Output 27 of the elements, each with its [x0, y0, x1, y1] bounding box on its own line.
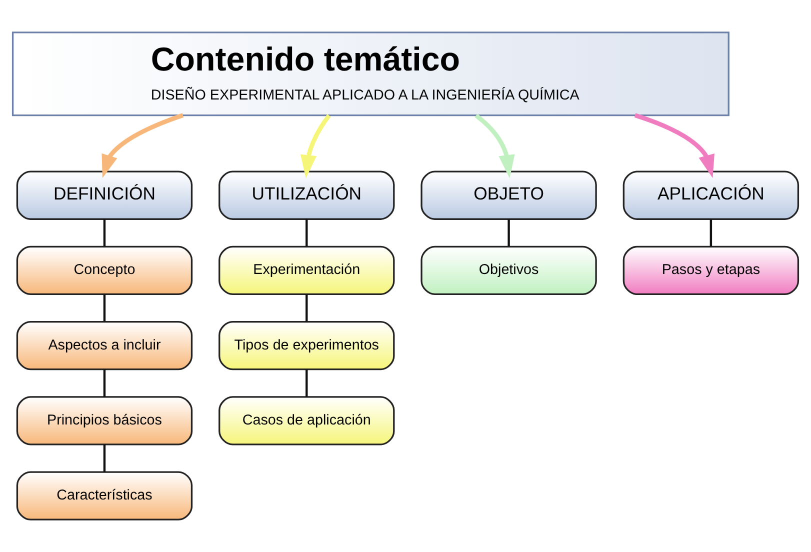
node-box: Experimentación	[218, 246, 395, 296]
connector	[306, 219, 308, 246]
connector	[306, 369, 308, 397]
connector	[103, 294, 106, 322]
node-box: Tipos de experimentos	[218, 321, 395, 370]
connector	[103, 444, 106, 472]
node-box: DEFINICIÓN	[16, 170, 193, 220]
connector	[508, 219, 510, 246]
connector	[103, 369, 106, 397]
connector	[710, 219, 712, 246]
node-box: Características	[16, 471, 193, 520]
node-box: Pasos y etapas	[622, 246, 800, 296]
node-box: Casos de aplicación	[218, 396, 395, 446]
node-box: Contenido temático DISEÑO EXPERIMENTAL APLICADO A LA INGENIERÍA QUÍMICA	[12, 32, 730, 116]
arrow	[474, 114, 515, 178]
node-box: Concepto	[16, 246, 193, 296]
node-box: Aspectos a incluir	[16, 321, 193, 370]
node-box: APLICACIÓN	[622, 170, 800, 220]
connector	[103, 219, 106, 246]
arrow	[102, 113, 184, 178]
connector	[306, 294, 308, 322]
node-box: Principios básicos	[16, 396, 193, 446]
arrow	[634, 113, 714, 178]
node-box: OBJETO	[420, 170, 597, 220]
arrow	[300, 114, 331, 178]
node-box: Objetivos	[420, 246, 597, 296]
node-box: UTILIZACIÓN	[218, 170, 395, 220]
